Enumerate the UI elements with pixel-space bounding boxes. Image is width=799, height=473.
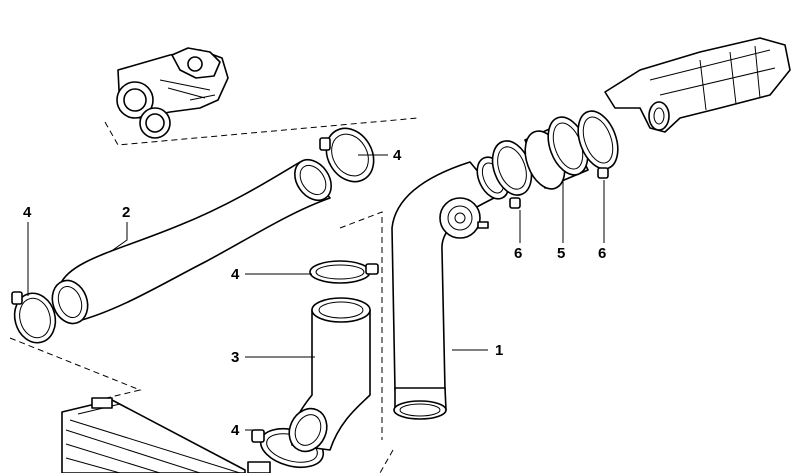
hose-clamp-4-left [11, 291, 57, 344]
intercooler [9, 337, 271, 473]
hose-3 [288, 211, 383, 453]
intake-pipe-1 [379, 156, 510, 473]
callout-4-top: 4 [393, 147, 402, 164]
hose-clamp-4-middle [309, 260, 379, 284]
callout-1: 1 [495, 342, 503, 359]
leader-lines [27, 154, 605, 431]
hose-clamp-4-top [319, 127, 375, 183]
hose-2 [51, 158, 332, 325]
callout-6-left: 6 [514, 245, 522, 262]
callout-6-right: 6 [598, 245, 606, 262]
callout-4-bottom: 4 [231, 422, 240, 439]
callout-2: 2 [122, 204, 130, 221]
callout-4-left: 4 [23, 204, 32, 221]
turbocharger [104, 47, 419, 146]
hose-clamp-6-right [577, 110, 619, 179]
callout-3: 3 [231, 349, 239, 366]
callout-5: 5 [557, 245, 565, 262]
callout-4-middle: 4 [231, 266, 240, 283]
hose-5 [524, 116, 589, 190]
intake-manifold [604, 37, 791, 133]
